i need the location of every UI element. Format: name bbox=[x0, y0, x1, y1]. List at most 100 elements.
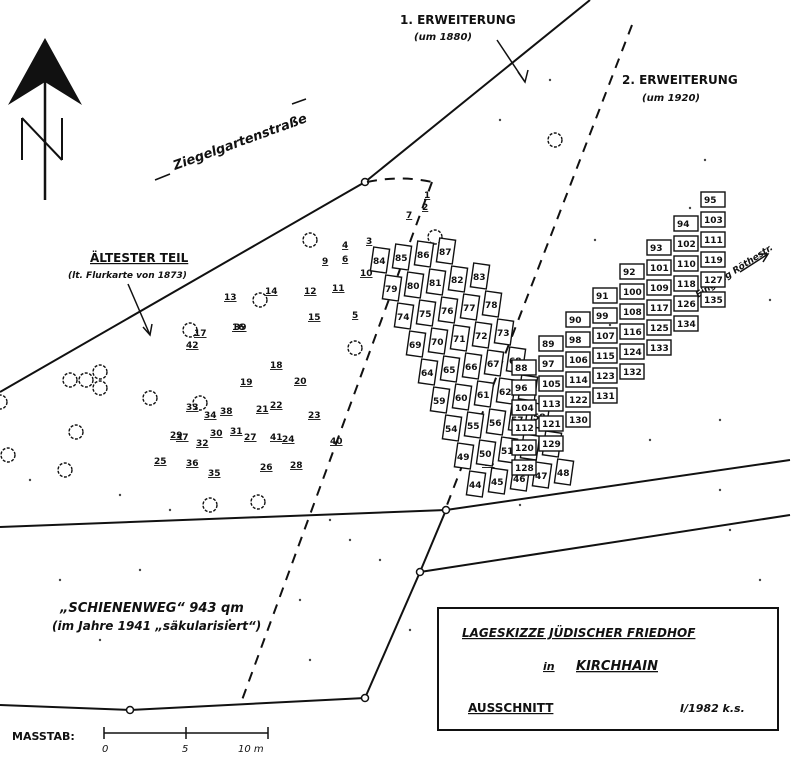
grave-label: 71 bbox=[453, 335, 466, 345]
grave-plot: 115 bbox=[592, 347, 618, 364]
grass-dot bbox=[758, 578, 762, 582]
grave-plot: 78 bbox=[481, 290, 503, 318]
grave-plot: 74 bbox=[393, 302, 415, 330]
grave-plot: 44 bbox=[465, 470, 487, 498]
grave-label: 62 bbox=[499, 388, 512, 398]
box-title: LAGESKIZZE JÜDISCHER FRIEDHOF bbox=[462, 625, 696, 640]
bush-icon bbox=[0, 394, 8, 410]
grave-label: 49 bbox=[457, 453, 470, 463]
grave-plot: 91 bbox=[592, 287, 618, 304]
grave-label: 97 bbox=[542, 360, 555, 370]
grave-label: 117 bbox=[650, 304, 669, 314]
grave-label: 114 bbox=[569, 376, 588, 386]
grave-plot: 61 bbox=[473, 380, 495, 408]
grave-plot: 101 bbox=[646, 259, 672, 276]
grave-plot: 88 bbox=[511, 359, 537, 376]
grave-plot: 132 bbox=[619, 363, 645, 380]
grave-label: 48 bbox=[557, 469, 570, 479]
grave-label: 28 bbox=[290, 461, 303, 471]
grave-plot: 64 bbox=[417, 358, 439, 386]
expansion-1-title: 1. ERWEITERUNG bbox=[400, 13, 516, 27]
grave-label: 86 bbox=[417, 251, 430, 261]
grave-label: 61 bbox=[477, 391, 490, 401]
grave-plot: 81 bbox=[425, 268, 447, 296]
grave-label: 132 bbox=[623, 368, 642, 378]
grave-label: 83 bbox=[473, 273, 486, 283]
grave-label: 42 bbox=[186, 341, 199, 351]
grave-label: 41 bbox=[270, 433, 283, 443]
scale-tick-5: 5 bbox=[182, 744, 188, 755]
grave-plot: 93 bbox=[646, 239, 672, 256]
grave-plot: 66 bbox=[461, 352, 483, 380]
grave-plot: 105 bbox=[538, 375, 564, 392]
grave-label: 81 bbox=[429, 279, 442, 289]
grass-dot bbox=[548, 78, 552, 82]
grave-label: 21 bbox=[256, 405, 269, 415]
grave-plot: 127 bbox=[700, 271, 726, 288]
grave-plot: 107 bbox=[592, 327, 618, 344]
grave-label: 105 bbox=[542, 380, 561, 390]
expansion-2-date: (um 1920) bbox=[642, 93, 700, 104]
grass-dot bbox=[498, 118, 502, 122]
grass-dot bbox=[328, 518, 332, 522]
grave-label: 113 bbox=[542, 400, 561, 410]
grave-plot: 100 bbox=[619, 283, 645, 300]
bush-icon bbox=[68, 424, 84, 440]
grass-dot bbox=[703, 158, 707, 162]
grave-plot: 82 bbox=[447, 265, 469, 293]
grave-label: 101 bbox=[650, 264, 669, 274]
grave-label: 19 bbox=[240, 378, 253, 388]
grave-label: 127 bbox=[704, 276, 723, 286]
grave-plot: 103 bbox=[700, 211, 726, 228]
bush-icon bbox=[250, 494, 266, 510]
grave-label: 47 bbox=[535, 472, 548, 482]
grave-label: 134 bbox=[677, 320, 696, 330]
grave-plot: 50 bbox=[475, 439, 497, 467]
oldest-part-title: ÄLTESTER TEIL bbox=[90, 250, 189, 265]
grave-plot: 102 bbox=[673, 235, 699, 252]
grave-label: 111 bbox=[704, 236, 723, 246]
grave-label: 82 bbox=[451, 276, 464, 286]
graves-expansion-2: 8889909192939495969798991001011021031041… bbox=[511, 191, 726, 476]
grave-label: 50 bbox=[479, 450, 492, 460]
grave-plot: 109 bbox=[646, 279, 672, 296]
grave-plot: 59 bbox=[429, 386, 451, 414]
grave-label: 3 bbox=[366, 237, 372, 247]
boundary-lines bbox=[0, 0, 791, 715]
grass-dot bbox=[608, 323, 612, 327]
graves-expansion-1: 4445464748495051525354555657585960616263… bbox=[369, 237, 575, 498]
grass-dot bbox=[98, 638, 102, 642]
grass-dot bbox=[593, 238, 597, 242]
grave-label: 51 bbox=[501, 447, 514, 457]
grave-label: 89 bbox=[542, 340, 555, 350]
grave-label: 31 bbox=[230, 427, 243, 437]
grave-plot: 113 bbox=[538, 395, 564, 412]
grave-label: 75 bbox=[419, 310, 432, 320]
grave-plot: 97 bbox=[538, 355, 564, 372]
grave-plot: 104 bbox=[511, 399, 537, 416]
bush-icon bbox=[142, 390, 158, 406]
grave-plot: 116 bbox=[619, 323, 645, 340]
grass-dot bbox=[648, 438, 652, 442]
grave-plot: 119 bbox=[700, 251, 726, 268]
grave-plot: 86 bbox=[413, 240, 435, 268]
grave-label: 36 bbox=[186, 459, 199, 469]
grave-label: 129 bbox=[542, 440, 561, 450]
grave-label: 12 bbox=[304, 287, 317, 297]
grave-label: 25 bbox=[154, 457, 167, 467]
bush-icon bbox=[252, 292, 268, 308]
grave-plot: 85 bbox=[391, 243, 413, 271]
grave-label: 30 bbox=[210, 429, 223, 439]
oldest-part-note: (lt. Flurkarte von 1873) bbox=[68, 271, 187, 281]
grave-plot: 54 bbox=[441, 414, 463, 442]
grave-label: 24 bbox=[282, 435, 295, 445]
grave-label: 39 bbox=[234, 323, 247, 333]
grave-plot: 130 bbox=[565, 411, 591, 428]
grave-plot: 123 bbox=[592, 367, 618, 384]
grave-plot: 121 bbox=[538, 415, 564, 432]
grave-label: 125 bbox=[650, 324, 669, 334]
grave-label: 65 bbox=[443, 366, 456, 376]
grave-label: 76 bbox=[441, 307, 454, 317]
grave-plot: 67 bbox=[483, 349, 505, 377]
grave-label: 13 bbox=[224, 293, 237, 303]
